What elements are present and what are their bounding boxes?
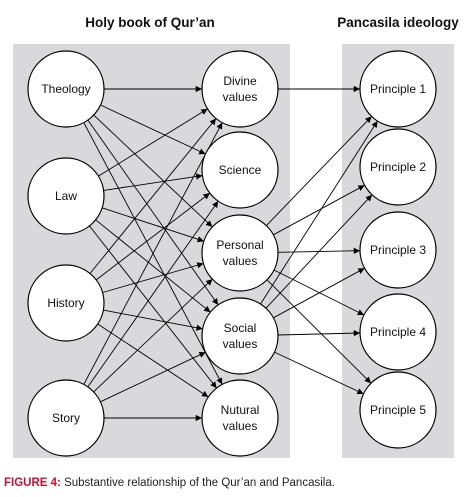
source-history-circle — [27, 264, 105, 342]
edge-theology-to-science — [100, 104, 206, 155]
edge-story-to-social-values — [100, 351, 206, 403]
value-social-values-label: Social — [224, 321, 257, 335]
nodes: TheologyLawHistoryStoryDivinevaluesScien… — [27, 50, 437, 457]
value-nutural-values-label: Nutural — [221, 403, 260, 417]
figure-caption: FIGURE 4: Substantive relationship of th… — [4, 477, 466, 489]
principle-principle-3-label: Principle 3 — [370, 243, 426, 257]
value-personal-values: Personal values — [201, 214, 279, 292]
pancasila-heading: Pancasila ideology — [337, 15, 459, 30]
edge-law-to-nutural-values — [89, 225, 217, 389]
value-nutural-values-circle — [201, 379, 279, 457]
edge-history-to-social-values — [103, 309, 203, 331]
value-personal-values-circle — [201, 214, 279, 292]
edge-social-values-to-principle-5 — [274, 351, 364, 395]
source-history-label: History — [47, 296, 84, 310]
source-theology-circle — [27, 50, 105, 128]
source-story-label: Story — [52, 411, 80, 425]
edge-story-to-science — [87, 200, 219, 388]
value-divine-values: Divine values — [201, 50, 279, 128]
connection-lines — [83, 85, 378, 422]
edge-history-to-science — [95, 192, 211, 281]
principle-principle-1-circle — [359, 50, 437, 128]
principle-principle-2: Principle 2 — [359, 128, 437, 206]
relationship-diagram: Holy book of Qur’an Pancasila ideology T… — [13, 15, 459, 458]
caption-text: Substantive relationship of the Qur’an a… — [60, 477, 335, 489]
source-story-circle — [27, 379, 105, 457]
source-theology: Theology — [27, 50, 105, 128]
value-divine-values-label: values — [223, 90, 258, 104]
principle-principle-5-circle — [359, 371, 437, 449]
principle-principle-2-label: Principle 2 — [370, 160, 426, 174]
principle-principle-3: Principle 3 — [359, 211, 437, 289]
value-nutural-values-label: values — [223, 419, 258, 433]
edge-story-to-divine-values — [83, 122, 223, 385]
value-social-values: Social values — [201, 297, 279, 375]
edge-theology-to-personal-values — [93, 114, 213, 228]
edge-personal-values-to-principle-2 — [273, 184, 365, 236]
quran-heading: Holy book of Qur’an — [85, 15, 215, 30]
value-divine-values-label: Divine — [223, 74, 257, 88]
source-history: History — [27, 264, 105, 342]
principle-principle-4-label: Principle 4 — [370, 325, 426, 339]
value-personal-values-label: Personal — [216, 238, 263, 252]
source-story: Story — [27, 379, 105, 457]
edge-social-values-to-principle-3 — [273, 267, 365, 319]
caption-label: FIGURE 4: — [4, 477, 61, 489]
edge-history-to-divine-values — [89, 118, 217, 274]
edge-personal-values-to-principle-5 — [266, 279, 372, 384]
edge-personal-values-to-principle-1 — [266, 116, 372, 226]
edge-social-values-to-principle-1 — [260, 120, 378, 305]
edge-social-values-to-principle-2 — [265, 194, 373, 309]
value-science: Science — [201, 131, 279, 209]
edge-story-to-personal-values — [93, 278, 213, 393]
value-social-values-label: values — [223, 337, 258, 351]
edge-law-to-social-values — [95, 219, 211, 313]
value-science-circle — [201, 131, 279, 209]
principle-principle-5: Principle 5 — [359, 371, 437, 449]
principle-principle-5-label: Principle 5 — [370, 403, 426, 417]
value-nutural-values: Nutural values — [201, 379, 279, 457]
value-divine-values-circle — [201, 50, 279, 128]
source-law-circle — [27, 157, 105, 235]
edge-law-to-divine-values — [98, 108, 208, 177]
principle-principle-1-label: Principle 1 — [370, 82, 426, 96]
principle-principle-2-circle — [359, 128, 437, 206]
value-personal-values-label: values — [223, 254, 258, 268]
value-social-values-circle — [201, 297, 279, 375]
source-law: Law — [27, 157, 105, 235]
edge-social-values-to-principle-4 — [277, 330, 361, 337]
principle-principle-3-circle — [359, 211, 437, 289]
edge-law-to-science — [103, 173, 203, 191]
source-theology-label: Theology — [41, 82, 90, 96]
principle-principle-4: Principle 4 — [359, 293, 437, 371]
edge-history-to-nutural-values — [97, 323, 209, 398]
source-law-label: Law — [55, 189, 77, 203]
edge-theology-to-social-values — [87, 119, 219, 306]
value-science-label: Science — [219, 163, 262, 177]
principle-principle-4-circle — [359, 293, 437, 371]
edge-law-to-personal-values — [101, 207, 205, 243]
edge-history-to-personal-values — [102, 262, 204, 293]
principle-principle-1: Principle 1 — [359, 50, 437, 128]
